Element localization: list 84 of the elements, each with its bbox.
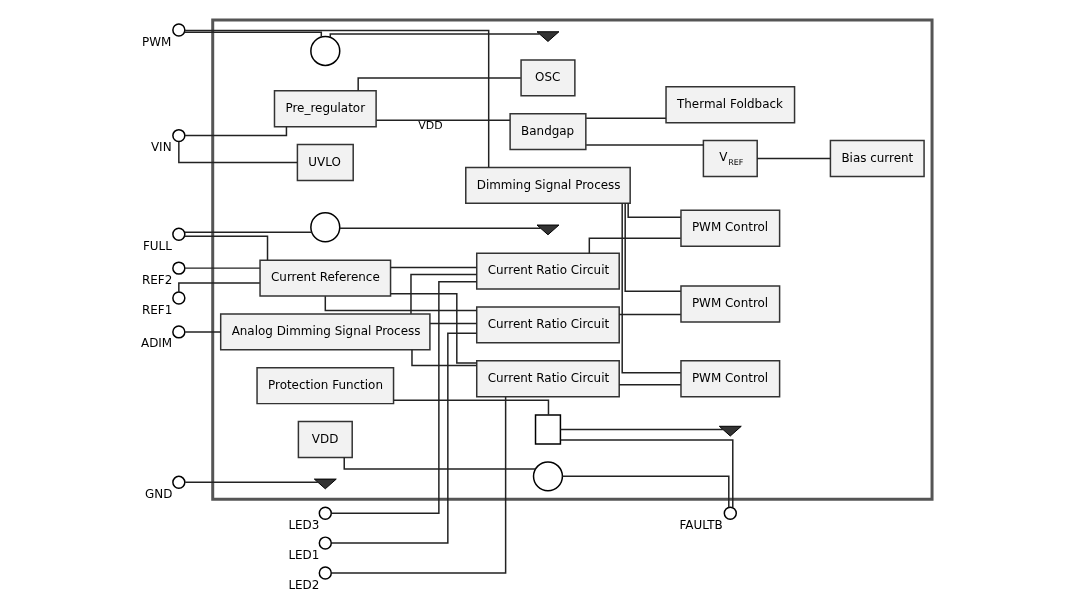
connector [183, 267, 261, 269]
node-box: VDD [297, 420, 353, 459]
connector [428, 322, 477, 325]
node-circle [318, 506, 332, 520]
node-ground [536, 31, 559, 42]
cluster [210, 18, 934, 501]
node-circle [171, 291, 186, 305]
connector [183, 231, 312, 233]
node-label: FAULTB [678, 517, 723, 532]
node-circle [318, 536, 332, 550]
connector [389, 266, 477, 269]
node-box: PWM Control [679, 285, 780, 323]
connector [623, 202, 682, 293]
connector [618, 313, 681, 316]
connector [183, 31, 322, 38]
node-box: Current Ratio Circuit [475, 360, 620, 398]
node-box: V$_{REF}$ [702, 139, 758, 178]
node-box: Current Ratio Circuit [475, 306, 620, 344]
connector [356, 77, 522, 92]
node-box: Bias current [829, 139, 925, 178]
node-label: FULL [142, 238, 172, 253]
connector [756, 157, 831, 160]
node-label: GND [144, 486, 172, 501]
node-box: OSC [519, 59, 576, 97]
connector [618, 383, 681, 386]
node-label: VIN [150, 140, 172, 155]
node-label: ADIM [140, 336, 172, 351]
connector [177, 141, 298, 164]
connector [329, 33, 540, 39]
connector [561, 475, 730, 508]
connector [584, 117, 667, 119]
node-circle [171, 23, 186, 37]
node-box: Dimming Signal Process [464, 166, 631, 205]
node-ground [313, 478, 337, 490]
node-label: REF1 [141, 302, 172, 317]
connector [338, 227, 541, 229]
node-box: Current Ratio Circuit [475, 252, 620, 290]
edge-label: VDD [417, 118, 443, 132]
node-ground [718, 425, 742, 437]
node-ground [536, 224, 559, 236]
node-label: PWM [141, 34, 171, 49]
node-label: LED2 [287, 577, 319, 592]
connector [409, 273, 477, 315]
connector [392, 399, 549, 416]
node-current-source [309, 35, 340, 67]
connector [559, 439, 734, 509]
connector [375, 119, 511, 121]
node-box: Analog Dimming Signal Process [219, 313, 431, 351]
node-label: LED3 [287, 517, 319, 532]
node-circle [171, 261, 186, 275]
node-box: UVLO [296, 143, 354, 182]
node-box: Protection Function [255, 367, 394, 405]
connector [626, 202, 681, 219]
connector [389, 292, 477, 364]
node-box: PWM Control [679, 209, 780, 247]
connector [620, 202, 681, 374]
node-transistor [534, 414, 561, 445]
connector [183, 331, 221, 333]
node-box: Current Reference [258, 259, 391, 297]
node-box: Pre_regulator [273, 90, 377, 128]
node-circle [723, 506, 737, 520]
connector [330, 281, 477, 514]
connector [330, 396, 506, 574]
node-circle [318, 566, 332, 580]
node-label: REF2 [141, 272, 172, 287]
node-circle [171, 475, 186, 490]
node-circle [171, 325, 186, 339]
connector [559, 428, 724, 431]
node-circle [171, 227, 186, 241]
connector [584, 144, 704, 146]
connector [183, 235, 268, 261]
node-current-source [309, 212, 340, 243]
node-box: Bandgap [508, 112, 587, 151]
node-current-source [532, 461, 563, 492]
node-box: Thermal Foldback [664, 86, 795, 124]
connector [343, 456, 536, 470]
node-box: PWM Control [679, 360, 780, 398]
connector [183, 29, 489, 169]
connector [330, 332, 477, 544]
connector [183, 126, 287, 137]
connector [183, 481, 319, 484]
node-label: LED1 [287, 547, 319, 562]
node-circle [171, 128, 186, 143]
connector [410, 349, 477, 367]
